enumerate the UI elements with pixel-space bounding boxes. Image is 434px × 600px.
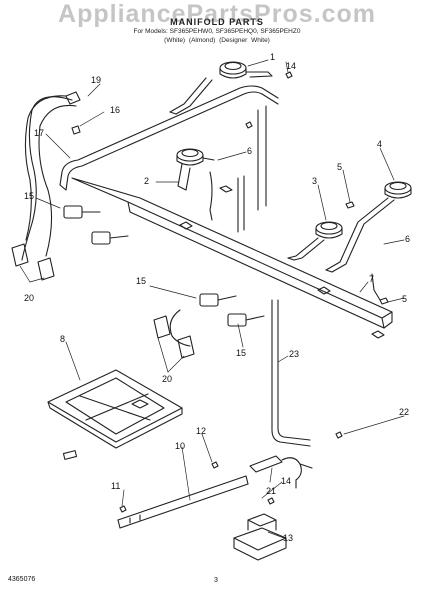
callout-15-center: 15 (136, 276, 146, 286)
burner-rear-left (169, 61, 273, 115)
gas-supply-line (271, 299, 311, 447)
valve-clips (11, 243, 195, 359)
callout-15-lower: 15 (236, 348, 246, 358)
callout-6-lower: 6 (405, 234, 410, 244)
page-number: 3 (214, 577, 218, 584)
callout-6-upper: 6 (247, 146, 252, 156)
burner-rear-right (325, 181, 412, 273)
callout-12: 12 (196, 426, 206, 436)
callout-11: 11 (111, 481, 120, 491)
callout-14-upper: 14 (286, 61, 296, 71)
burner-support-tray (47, 369, 183, 460)
callout-8: 8 (60, 334, 65, 344)
callout-19: 19 (91, 75, 101, 85)
wire-harness (65, 91, 81, 135)
callout-16: 16 (110, 105, 120, 115)
callout-22: 22 (399, 407, 409, 417)
model-colors: (White) (Almond) (Designer White) (164, 37, 270, 44)
burner-middle (176, 148, 215, 191)
callout-labels: 1 2 3 4 5 5 6 6 7 8 10 11 12 13 14 14 15… (24, 52, 410, 543)
callout-2: 2 (144, 176, 149, 186)
callout-13: 13 (283, 533, 293, 543)
callout-23: 23 (289, 349, 299, 359)
manifold-pipe (59, 85, 279, 191)
igniter-wires (21, 95, 381, 347)
burner-valves (63, 205, 265, 327)
leader-lines (19, 59, 405, 539)
pressure-regulator (233, 513, 287, 561)
callout-7: 7 (369, 274, 374, 284)
burner-front-right (287, 221, 343, 261)
callout-5-lower: 5 (402, 294, 407, 304)
callout-4: 4 (377, 139, 382, 149)
callout-15-left: 15 (24, 191, 34, 201)
callout-3: 3 (312, 176, 317, 186)
terminal-block (249, 455, 313, 489)
manifold-rail (117, 475, 249, 529)
callout-1: 1 (270, 52, 275, 62)
watermark: AppliancePartsPros.com (58, 0, 376, 28)
diagram-title: MANIFOLD PARTS (170, 17, 264, 27)
callout-14-lower: 14 (281, 476, 291, 486)
callout-17: 17 (34, 128, 44, 138)
callout-5-upper: 5 (337, 162, 342, 172)
support-rods (237, 105, 267, 233)
callout-21: 21 (266, 486, 276, 496)
callout-10: 10 (175, 441, 185, 451)
document-id: 4365076 (8, 576, 36, 583)
manifold-panel (71, 177, 393, 339)
callout-20-left: 20 (24, 293, 34, 303)
callout-20-center: 20 (162, 374, 172, 384)
model-numbers: For Models: SF365PEHW0, SF365PEHQ0, SF36… (133, 28, 301, 35)
